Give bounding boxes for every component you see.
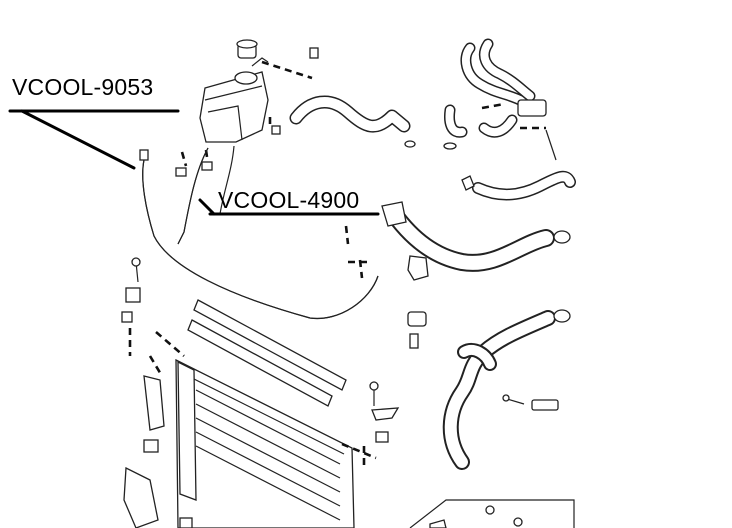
assembly-dash xyxy=(155,331,185,357)
tank-outlet-hose xyxy=(289,95,416,148)
detail-inset xyxy=(409,499,575,528)
clip xyxy=(201,161,213,171)
callout-leader-vcool-9053 xyxy=(20,109,136,170)
assembly-dash xyxy=(180,151,188,167)
assembly-dash xyxy=(358,259,364,279)
bleed-pipe xyxy=(139,145,379,320)
assembly-dash xyxy=(481,102,505,110)
cap-plug xyxy=(309,47,319,59)
hose-connector xyxy=(517,99,547,117)
heater-return-hose xyxy=(461,170,576,201)
clip xyxy=(271,125,281,135)
lower-radiator-hose xyxy=(442,309,571,470)
assembly-dash xyxy=(344,225,350,245)
clip xyxy=(175,167,187,177)
radiator-mounts-right xyxy=(369,381,400,443)
thermostat-parts xyxy=(407,255,429,349)
temperature-sensor xyxy=(502,394,559,411)
heater-hoses xyxy=(443,38,547,150)
radiator-seal-strips xyxy=(187,299,347,407)
expansion-tank xyxy=(199,39,319,143)
callout-leader-vcool-4900 xyxy=(198,198,216,216)
callout-label-vcool-9053: VCOOL-9053 xyxy=(12,74,154,100)
assembly-dash xyxy=(261,60,313,80)
assembly-dash xyxy=(341,442,377,460)
left-mounting-hardware xyxy=(121,257,165,528)
assembly-dash xyxy=(148,355,164,377)
radiator xyxy=(175,358,355,528)
callout-label-vcool-4900: VCOOL-4900 xyxy=(218,187,360,213)
upper-radiator-hose xyxy=(381,201,571,272)
